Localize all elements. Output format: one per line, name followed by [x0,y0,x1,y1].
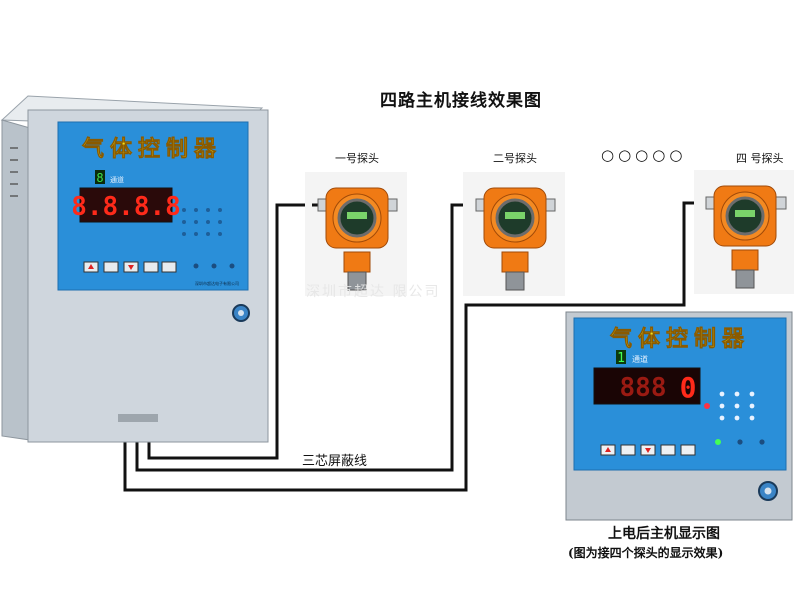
ellipsis-more-probes: ○○○○○ [601,146,687,164]
powered-controller [565,311,793,521]
set-button [103,261,119,273]
led-display [79,187,173,223]
wire-probe-4 [123,201,706,492]
watermark: 深圳市超达 限公司 [306,284,441,300]
right-channel-label: 通道 [632,354,648,364]
probe-2 [463,172,565,296]
right-channel-digit: 1 [617,351,625,366]
reset-button [143,261,159,273]
right-led-readout: 888 [620,373,667,403]
panel-buttons-powered [600,444,696,456]
mute-button [161,261,177,273]
right-led-readout-active-digit: 0 [680,371,697,404]
probe-4 [694,170,794,294]
probe-4-label: 四 号探头 [736,152,784,165]
indicator-lights-powered [704,391,765,445]
right-controller-title: 气体控制器 [609,326,750,352]
probe-1-label: 一号探头 [335,152,379,165]
left-channel-digit: 8 [96,171,103,185]
wiring [123,201,706,492]
probe-2-label: 二号探头 [493,152,537,165]
led-display-powered [593,367,701,405]
left-controller-title: 气体控制器 [81,136,222,162]
wire-probe-2 [135,203,470,472]
wire-label: 三芯屏蔽线 [302,454,368,469]
wire-probe-1 [147,203,312,460]
caption-subtitle: (图为接四个探头的显示效果) [568,546,724,560]
main-controller-cabinet [0,95,269,443]
panel-buttons [83,261,235,273]
left-company-label: 深圳市超达电子有限公司 [195,280,239,286]
caption-title: 上电后主机显示图 [608,526,720,542]
diagram-title: 四路主机接线效果图 [380,91,542,111]
left-channel-label: 通道 [110,175,124,184]
probe-1 [305,172,407,296]
left-led-readout: 8.8.8.8 [71,192,181,222]
indicator-lights [182,208,222,236]
